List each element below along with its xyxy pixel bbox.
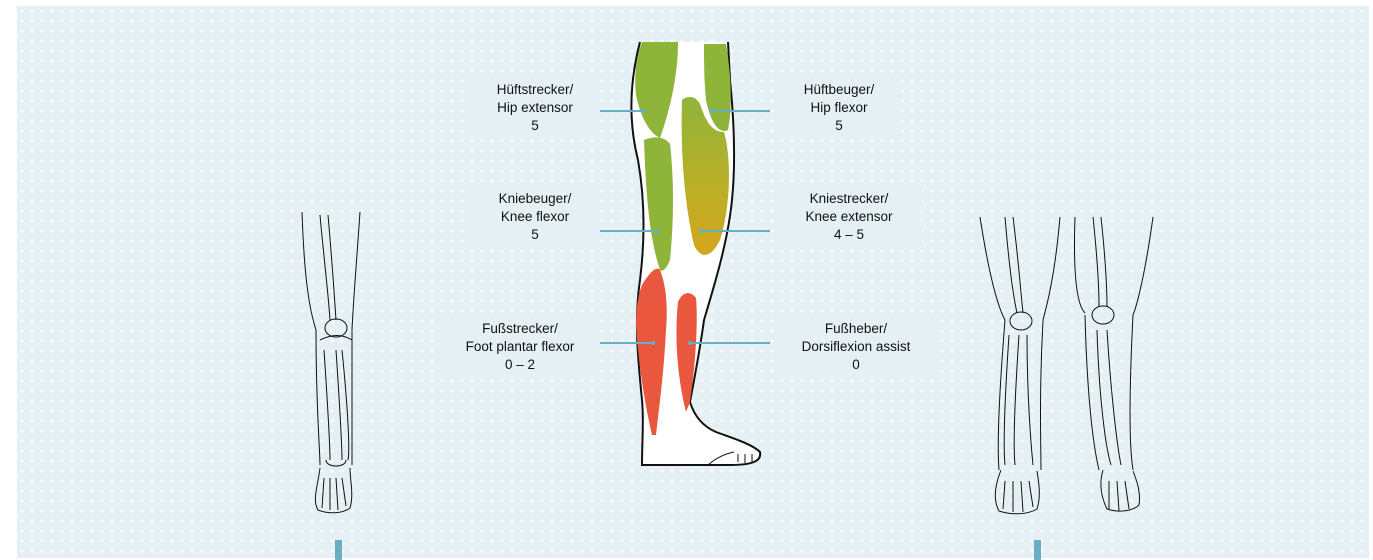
leader-knee-extensor (702, 230, 770, 232)
label-knee-flexor-german: Kniebeuger/ (474, 190, 596, 208)
leader-dorsiflexion (691, 342, 770, 344)
label-knee-extensor: Kniestrecker/ Knee extensor 4 – 5 (776, 188, 922, 246)
label-dorsiflexion: Fußheber/ Dorsiflexion assist 0 (776, 318, 936, 376)
leader-hip-flexor (712, 110, 770, 112)
leader-dot-foot-plantar-flexor (651, 341, 655, 345)
label-knee-extensor-english: Knee extensor (780, 208, 918, 226)
label-hip-extensor-grade: 5 (474, 117, 596, 135)
leader-dot-dorsiflexion (688, 341, 692, 345)
label-knee-extensor-german: Kniestrecker/ (780, 190, 918, 208)
muscle-leg-illustration (620, 40, 770, 470)
label-hip-extensor-german: Hüftstrecker/ (474, 81, 596, 99)
label-dorsiflexion-german: Fußheber/ (780, 320, 932, 338)
leader-dot-hip-flexor (709, 109, 713, 113)
right-skeleton-legs-illustration (975, 215, 1160, 520)
label-foot-plantar-flexor-grade: 0 – 2 (444, 356, 596, 374)
label-hip-flexor-english: Hip flexor (780, 99, 898, 117)
left-skeleton-leg-illustration (290, 210, 380, 520)
label-knee-flexor-grade: 5 (474, 226, 596, 244)
label-foot-plantar-flexor-german: Fußstrecker/ (444, 320, 596, 338)
leader-dot-knee-flexor (655, 229, 659, 233)
label-hip-extensor-english: Hip extensor (474, 99, 596, 117)
leader-knee-flexor (597, 230, 657, 232)
leader-dot-knee-extensor (699, 229, 703, 233)
label-foot-plantar-flexor: Fußstrecker/ Foot plantar flexor 0 – 2 (440, 318, 600, 376)
leader-foot-plantar-flexor (597, 342, 652, 344)
label-hip-flexor-german: Hüftbeuger/ (780, 81, 898, 99)
label-hip-flexor: Hüftbeuger/ Hip flexor 5 (776, 79, 902, 137)
label-foot-plantar-flexor-english: Foot plantar flexor (444, 338, 596, 356)
label-hip-extensor: Hüftstrecker/ Hip extensor 5 (470, 79, 600, 137)
bottom-connector-right (1034, 540, 1041, 560)
leader-dot-hip-extensor (642, 109, 646, 113)
label-knee-flexor-english: Knee flexor (474, 208, 596, 226)
label-hip-flexor-grade: 5 (780, 117, 898, 135)
bottom-connector-left (335, 540, 342, 560)
label-knee-flexor: Kniebeuger/ Knee flexor 5 (470, 188, 600, 246)
label-dorsiflexion-grade: 0 (780, 356, 932, 374)
label-dorsiflexion-english: Dorsiflexion assist (780, 338, 932, 356)
leader-hip-extensor (597, 110, 644, 112)
label-knee-extensor-grade: 4 – 5 (780, 226, 918, 244)
